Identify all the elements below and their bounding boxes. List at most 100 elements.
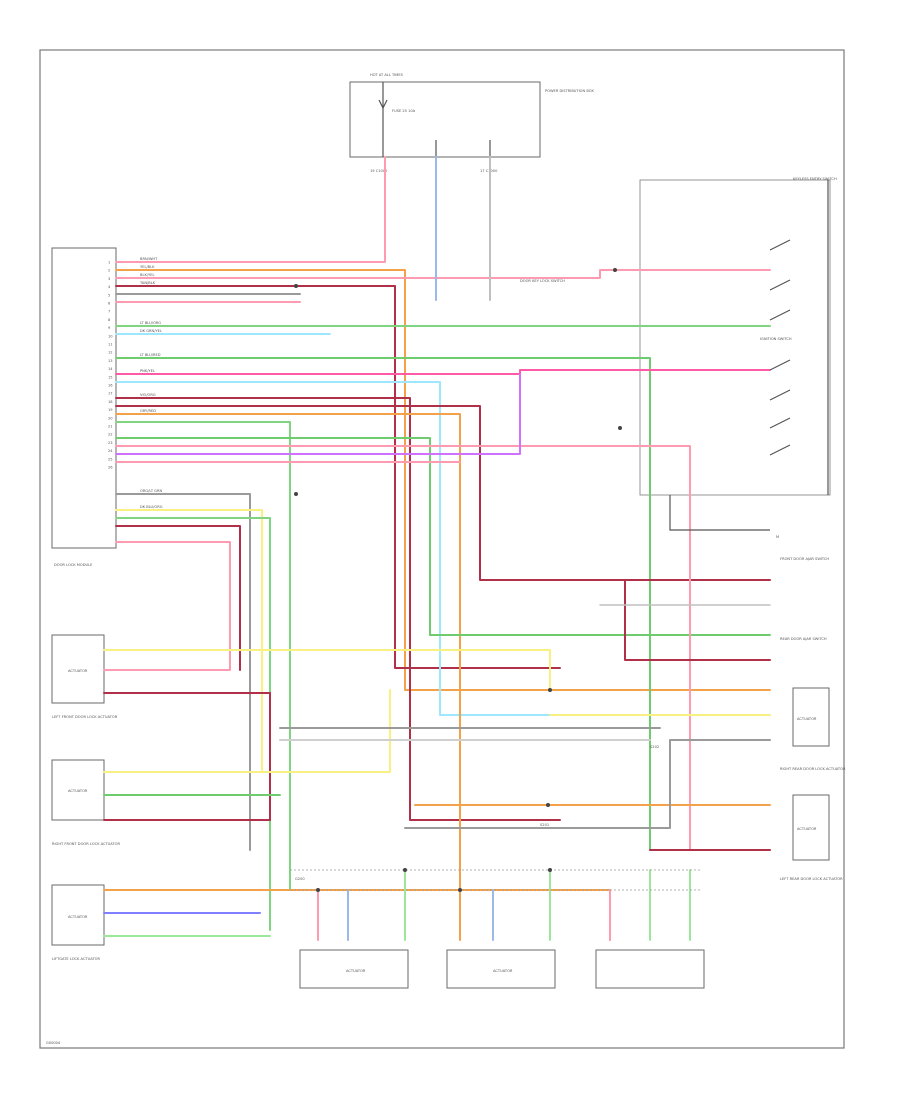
splice-dot-6 [613,268,617,272]
module-pin-21: 21 [108,425,113,429]
module-pin-1: 1 [108,261,110,265]
keyless-entry-label: KEYLESS ENTRY SWITCH [793,177,837,181]
bottom-actuator-1 [299,949,409,989]
wire-dk-red-1 [115,285,561,669]
power-distribution-box [349,81,541,158]
switch-contacts [769,239,791,456]
wire-label-10: ORG/LT GRN [140,489,162,493]
lh-front-label: LEFT FRONT DOOR LOCK ACTUATOR [52,715,118,719]
fuse-box-top-label: HOT AT ALL TIMES [370,73,404,77]
wire-rear-ajar-red [624,579,771,661]
fuse-label: FUSE 25 10A [392,109,416,113]
wire-lt-grn-3 [115,517,271,931]
diagram-frame [39,49,845,1049]
module-pin-22: 22 [108,433,113,437]
fuse-box-side-label: POWER DISTRIBUTION BOX [545,89,594,93]
wire-lh-front-red [103,692,271,821]
wire-lh-rear-gry [404,739,771,829]
wire-rh-front-yel [103,689,391,773]
wire-pnk-1 [115,269,771,279]
module-pin-15: 15 [108,375,113,379]
wire-yel-1 [115,509,263,771]
module-pin-9: 9 [108,326,111,330]
wire-liftgate-org [103,889,611,941]
splice-dot-4 [458,888,462,892]
module-pin-11: 11 [108,343,113,347]
wire-lt-grn-2 [115,421,291,891]
wire-grn-1 [115,357,651,851]
splice-dot-2 [403,868,407,872]
module-pin-2: 2 [108,269,110,273]
wire-lh-front-yel [103,649,551,691]
wire-org-1 [115,269,771,691]
lh-rear-label: LEFT REAR DOOR LOCK ACTUATOR [780,877,843,881]
wire-gry-2 [115,493,251,851]
module-pin-6: 6 [108,302,111,306]
module-pin-16: 16 [108,384,113,388]
wire-dk-red-2 [115,397,561,821]
wire-lh-front-pnk [103,651,231,671]
bottom-actuator-2 [446,949,556,989]
wire-label-0: BRN/WHT [140,257,158,261]
splice-a-label: S201 [540,823,549,827]
actuator-7-label: ACTUATOR [493,969,513,973]
motor-label: M [776,535,779,539]
wire-label-7: PNK/YEL [140,369,155,373]
wire-label-8: VIO/ORG [140,393,156,397]
actuator-2-label: ACTUATOR [68,789,88,793]
module-pin-10: 10 [108,334,113,338]
splice-dot-7 [618,426,622,430]
wire-label-4: LT BLU/ORG [140,321,161,325]
module-pin-3: 3 [108,277,110,281]
module-pin-26: 26 [108,466,113,470]
module-label: DOOR LOCK MODULE [54,563,93,567]
actuator-4-label: ACTUATOR [797,717,817,721]
wire-label-11: DK BLU/ORG [140,505,163,509]
lh-rear-actuator-box [792,794,830,861]
splice-dot-5 [316,888,320,892]
wire-label-3: TAN/BLK [139,281,156,285]
fuse-symbol [378,99,388,110]
module-pin-7: 7 [108,310,110,314]
fuse-pin-a: 19 C1000 [370,169,388,173]
module-pin-column: 1234567891011121314151617181920212223242… [108,261,113,470]
splice-dot-10 [546,803,550,807]
ignition-switch-label: IGNITION SWITCH [760,337,792,341]
wire-label-5: DK GRN/YEL [140,329,162,333]
module-pin-20: 20 [108,416,113,420]
rh-front-actuator-box [51,759,105,821]
front-ajar-label: FRONT DOOR AJAR SWITCH [780,557,829,561]
liftgate-actuator-box [51,884,105,946]
module-pin-13: 13 [108,359,113,363]
module-pin-14: 14 [108,367,113,371]
wire-grn-2 [115,437,771,636]
actuator-3-label: ACTUATOR [68,915,88,919]
splice-b-label: S202 [650,745,659,749]
wire-label-1: YEL/BLK [140,265,155,269]
door-key-lock-label: DOOR KEY LOCK SWITCH [520,279,565,283]
wire-pnk-3 [115,369,771,375]
switch-group-box [639,179,831,496]
bottom-actuator-3 [595,949,705,989]
wire-label-6: LT BLU/RED [140,353,161,357]
wire-dk-red-4 [115,525,241,671]
module-pin-18: 18 [108,400,113,404]
door-lock-module [51,247,117,549]
rh-front-label: RIGHT FRONT DOOR LOCK ACTUATOR [52,842,121,846]
lh-front-actuator-box [51,634,105,704]
wire-org-2 [115,413,461,891]
ground-label: G200 [295,877,305,881]
module-pin-12: 12 [108,351,113,355]
module-pin-8: 8 [108,318,111,322]
wire-brn-wht [115,156,386,263]
wire-pnk-4 [115,445,691,851]
splice-dot-9 [294,492,298,496]
actuator-5-label: ACTUATOR [797,827,817,831]
splice-dot-3 [548,868,552,872]
module-pin-17: 17 [108,392,113,396]
switch-ground-line [669,495,770,531]
footer-code: G00004 [46,1041,61,1045]
module-pin-24: 24 [108,449,113,453]
rear-ajar-label: REAR DOOR AJAR SWITCH [780,637,827,641]
